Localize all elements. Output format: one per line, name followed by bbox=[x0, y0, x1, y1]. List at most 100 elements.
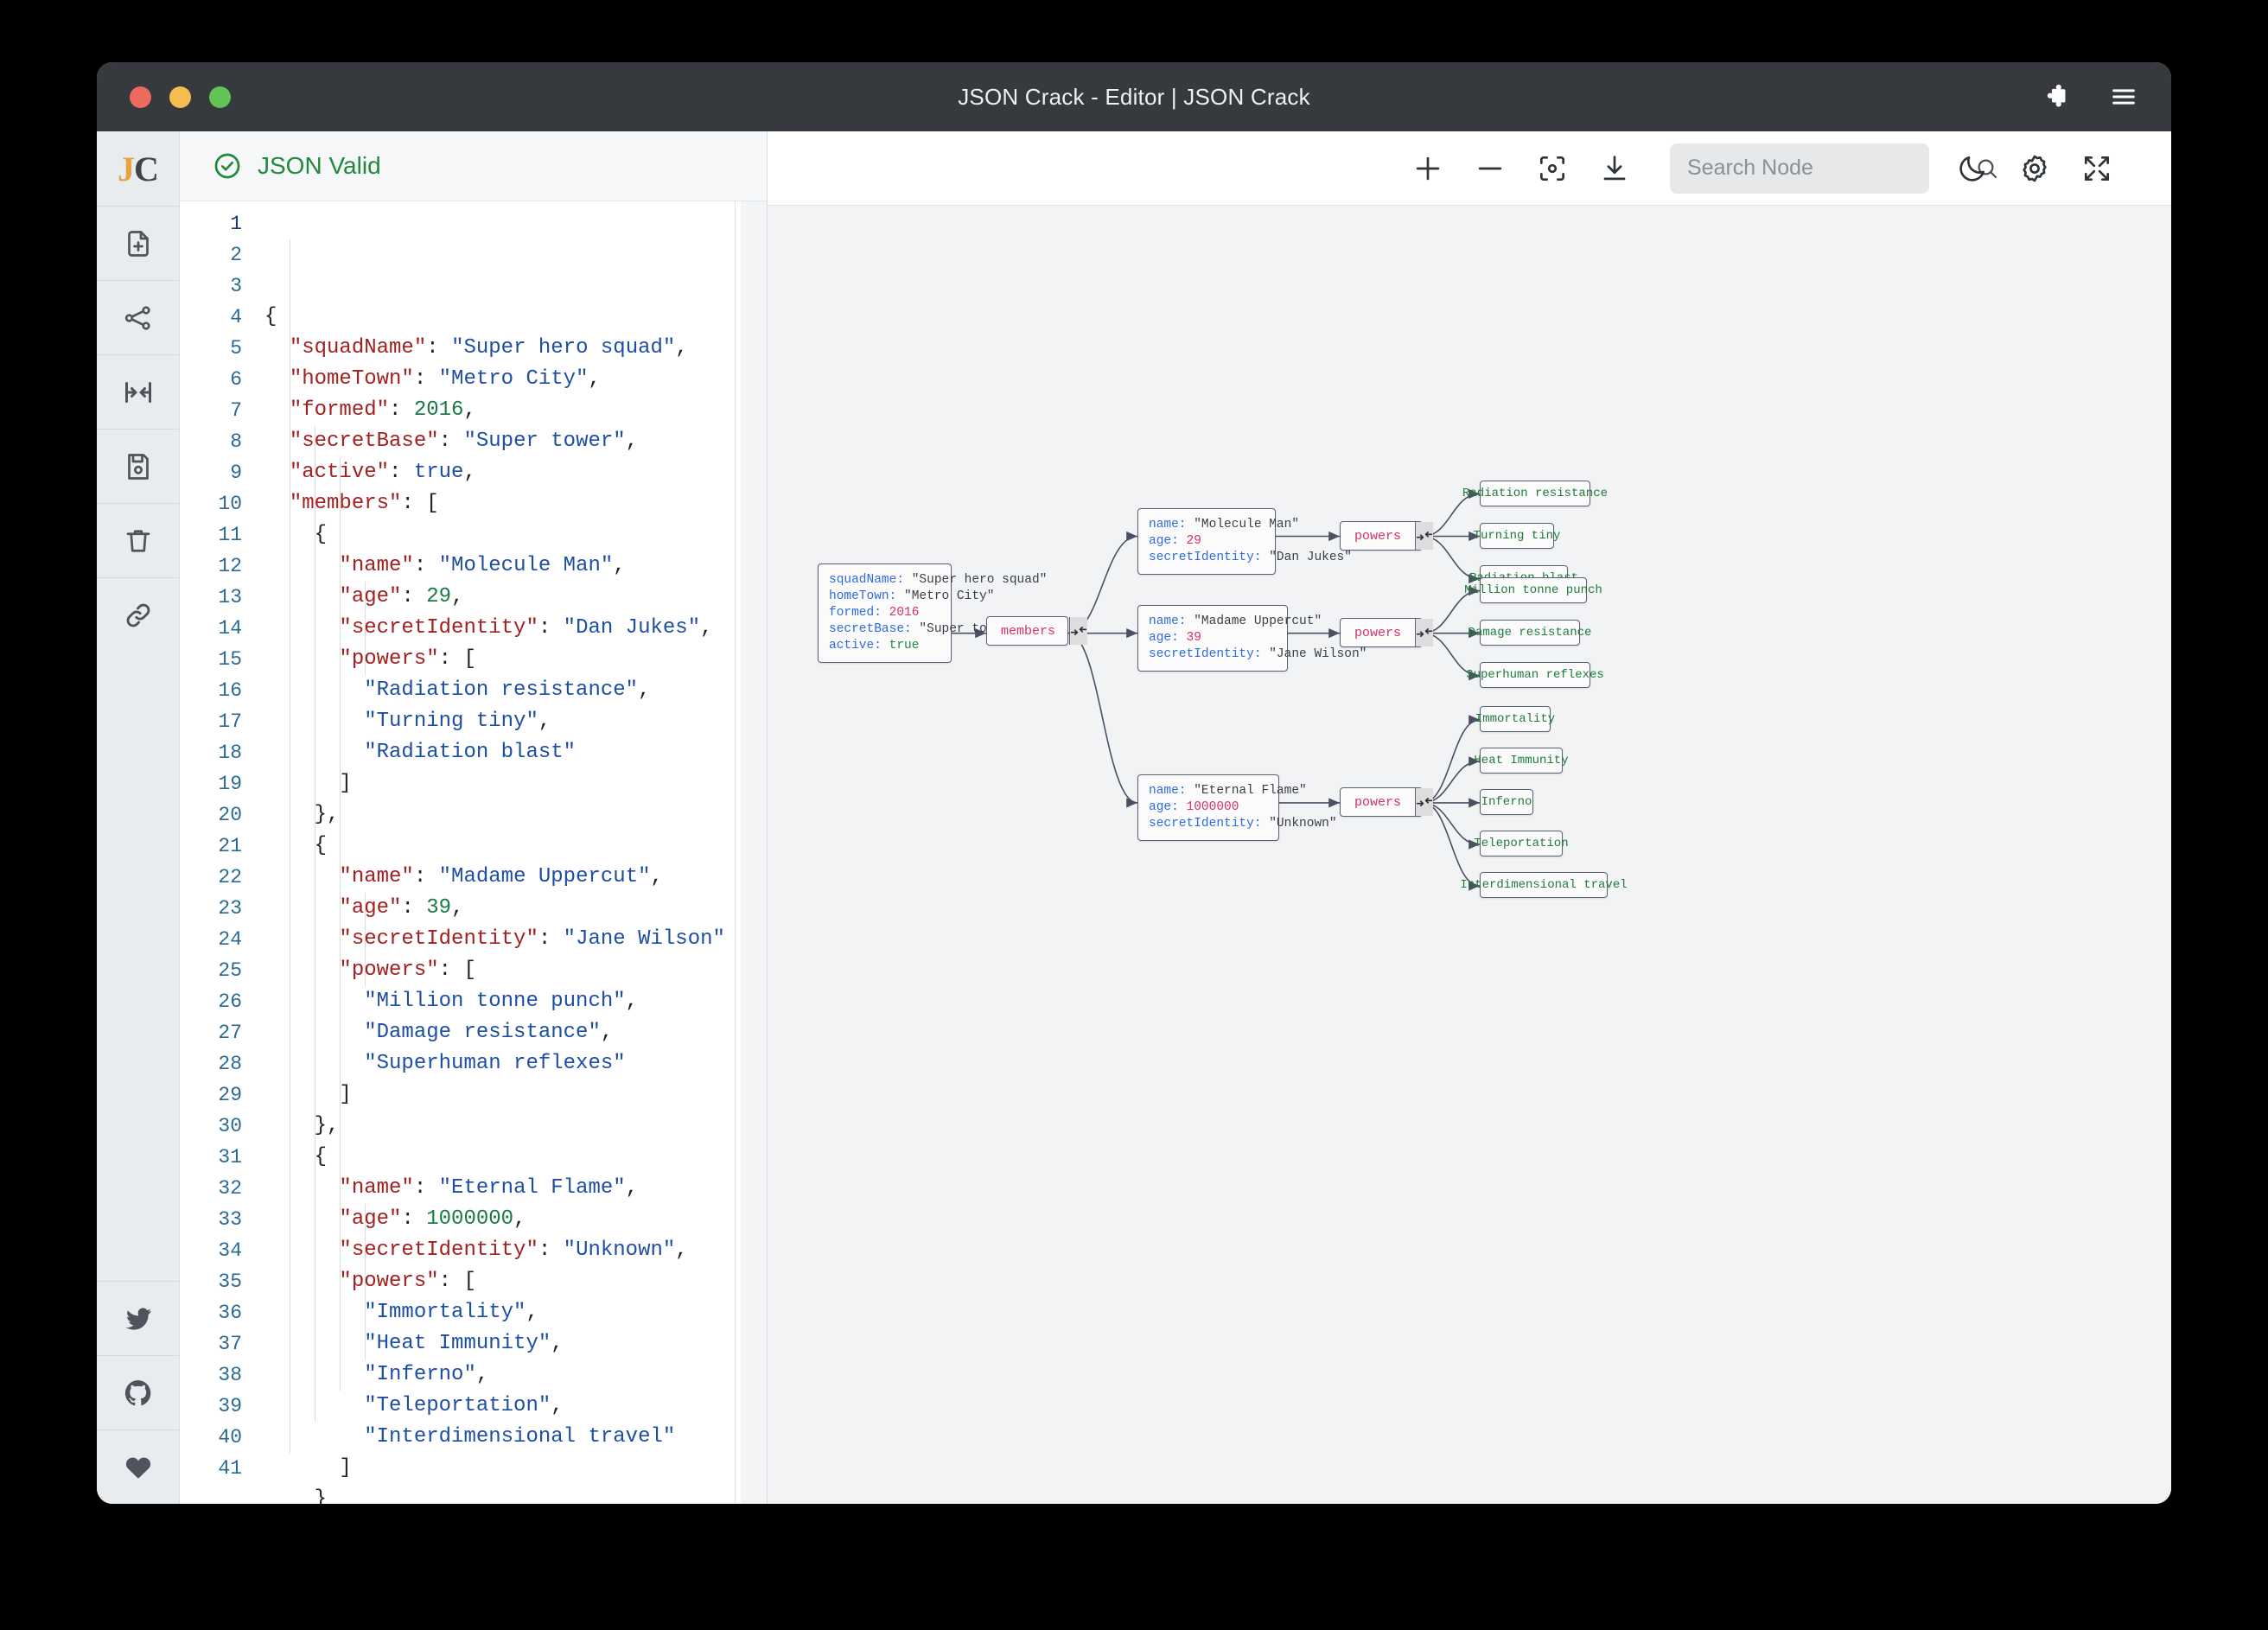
code-line[interactable]: "Damage resistance", bbox=[264, 1017, 767, 1048]
code-line[interactable]: "Heat Immunity", bbox=[264, 1328, 767, 1359]
code-line[interactable]: { bbox=[264, 831, 767, 862]
code-line[interactable]: ] bbox=[264, 1079, 767, 1111]
code-line[interactable]: "name": "Molecule Man", bbox=[264, 551, 767, 582]
power-leaf-node[interactable]: Superhuman reflexes bbox=[1466, 662, 1604, 688]
sidebar-item-save[interactable] bbox=[97, 429, 179, 503]
root-node[interactable]: squadName: "Super hero squad"homeTown: "… bbox=[818, 563, 1047, 663]
code-line[interactable]: "age": 39, bbox=[264, 893, 767, 924]
code-line[interactable]: "age": 1000000, bbox=[264, 1204, 767, 1235]
code-line[interactable]: "secretIdentity": "Unknown", bbox=[264, 1235, 767, 1266]
code-line[interactable]: }, bbox=[264, 799, 767, 831]
powers-node-1[interactable]: powers bbox=[1340, 521, 1434, 551]
code-line[interactable]: "Interdimensional travel" bbox=[264, 1422, 767, 1453]
zoom-out-button[interactable] bbox=[1459, 137, 1521, 200]
sidebar-item-twitter[interactable] bbox=[97, 1281, 179, 1355]
power-leaf-node[interactable]: Radiation resistance bbox=[1462, 481, 1608, 506]
code-line[interactable]: "Radiation resistance", bbox=[264, 675, 767, 706]
code-line[interactable]: "powers": [ bbox=[264, 644, 767, 675]
settings-button[interactable] bbox=[2004, 137, 2066, 200]
power-leaf-node[interactable]: Interdimensional travel bbox=[1460, 872, 1628, 898]
editor-vertical-scrollbar[interactable] bbox=[741, 201, 767, 1504]
code-line[interactable]: "secretIdentity": "Dan Jukes", bbox=[264, 613, 767, 644]
powers-node-3[interactable]: powers bbox=[1340, 787, 1434, 817]
sidebar-item-share-link[interactable] bbox=[97, 577, 179, 652]
twitter-icon bbox=[125, 1307, 151, 1330]
code-line[interactable]: "Inferno", bbox=[264, 1359, 767, 1391]
code-line[interactable]: "age": 29, bbox=[264, 582, 767, 613]
fullscreen-icon bbox=[2084, 156, 2110, 181]
code-line[interactable]: "secretIdentity": "Jane Wilson" bbox=[264, 924, 767, 955]
power-leaf-node[interactable]: Inferno bbox=[1480, 789, 1533, 815]
center-view-button[interactable] bbox=[1521, 137, 1583, 200]
code-line[interactable]: "name": "Eternal Flame", bbox=[264, 1173, 767, 1204]
powers-node-2[interactable]: powers bbox=[1340, 618, 1434, 647]
graph-canvas[interactable]: squadName: "Super hero squad"homeTown: "… bbox=[768, 206, 2171, 1504]
code-token-punct: , bbox=[675, 1238, 688, 1263]
code-line[interactable]: "Superhuman reflexes" bbox=[264, 1048, 767, 1079]
code-content[interactable]: { "squadName": "Super hero squad", "home… bbox=[254, 201, 767, 1504]
collapse-button[interactable] bbox=[1415, 522, 1434, 550]
code-line[interactable]: "Teleportation", bbox=[264, 1391, 767, 1422]
code-line[interactable]: "Immortality", bbox=[264, 1297, 767, 1328]
power-leaf-node[interactable]: Million tonne punch bbox=[1464, 577, 1602, 603]
sidebar-item-delete[interactable] bbox=[97, 503, 179, 577]
code-line[interactable]: "name": "Madame Uppercut", bbox=[264, 862, 767, 893]
collapse-button[interactable] bbox=[1415, 619, 1434, 646]
power-leaf-node[interactable]: Immortality bbox=[1475, 706, 1555, 732]
code-line[interactable]: "powers": [ bbox=[264, 955, 767, 986]
code-line[interactable]: } bbox=[264, 1484, 767, 1504]
code-token-str: "Eternal Flame" bbox=[438, 1176, 626, 1200]
power-leaf-node[interactable]: Damage resistance bbox=[1468, 620, 1591, 646]
search-node-box[interactable] bbox=[1670, 143, 1997, 194]
extensions-icon[interactable] bbox=[2042, 82, 2071, 111]
fullscreen-button[interactable] bbox=[2066, 137, 2128, 200]
code-line[interactable]: ] bbox=[264, 768, 767, 799]
collapse-button[interactable] bbox=[1415, 788, 1434, 816]
code-line[interactable]: "Million tonne punch", bbox=[264, 986, 767, 1017]
node-row: name: "Madame Uppercut" bbox=[1149, 614, 1322, 630]
members-node[interactable]: members bbox=[986, 616, 1088, 646]
search-input[interactable] bbox=[1687, 156, 1965, 181]
code-line[interactable]: "powers": [ bbox=[264, 1266, 767, 1297]
dark-mode-toggle[interactable] bbox=[1941, 137, 2004, 200]
sidebar-item-fit-width[interactable] bbox=[97, 354, 179, 429]
code-line[interactable]: "members": [ bbox=[264, 488, 767, 519]
power-leaf-node[interactable]: Heat Immunity bbox=[1474, 748, 1569, 774]
minimize-button[interactable] bbox=[169, 86, 191, 108]
collapse-button[interactable] bbox=[1069, 617, 1088, 645]
power-leaf-node[interactable]: Turning tiny bbox=[1474, 523, 1560, 549]
menu-icon[interactable] bbox=[2109, 82, 2138, 111]
powers-node-label: powers bbox=[1354, 794, 1402, 810]
code-line[interactable]: "active": true, bbox=[264, 457, 767, 488]
code-token-key: "secretIdentity" bbox=[339, 927, 538, 952]
code-line[interactable]: { bbox=[264, 519, 767, 551]
sidebar-item-sponsor[interactable] bbox=[97, 1429, 179, 1504]
close-button[interactable] bbox=[130, 86, 151, 108]
graph-pane: squadName: "Super hero squad"homeTown: "… bbox=[768, 131, 2171, 1504]
code-line[interactable]: "homeTown": "Metro City", bbox=[264, 364, 767, 395]
node-row-value: "Eternal Flame" bbox=[1194, 784, 1307, 798]
sidebar-item-new-document[interactable] bbox=[97, 206, 179, 280]
code-line[interactable]: "Turning tiny", bbox=[264, 706, 767, 737]
code-line[interactable]: "secretBase": "Super tower", bbox=[264, 426, 767, 457]
code-line[interactable]: "Radiation blast" bbox=[264, 737, 767, 768]
download-button[interactable] bbox=[1583, 137, 1646, 200]
code-line[interactable]: }, bbox=[264, 1111, 767, 1142]
maximize-button[interactable] bbox=[209, 86, 231, 108]
sidebar-item-github[interactable] bbox=[97, 1355, 179, 1429]
code-line[interactable]: ] bbox=[264, 1453, 767, 1484]
zoom-in-button[interactable] bbox=[1397, 137, 1459, 200]
code-token-punct: { bbox=[264, 523, 328, 547]
sidebar-item-graph-view[interactable] bbox=[97, 280, 179, 354]
power-leaf-node[interactable]: Teleportation bbox=[1474, 831, 1569, 856]
code-token-str: "Molecule Man" bbox=[438, 554, 614, 578]
code-line[interactable]: "formed": 2016, bbox=[264, 395, 767, 426]
code-line[interactable]: { bbox=[264, 302, 767, 333]
code-line[interactable]: "squadName": "Super hero squad", bbox=[264, 333, 767, 364]
code-line[interactable]: { bbox=[264, 1142, 767, 1173]
